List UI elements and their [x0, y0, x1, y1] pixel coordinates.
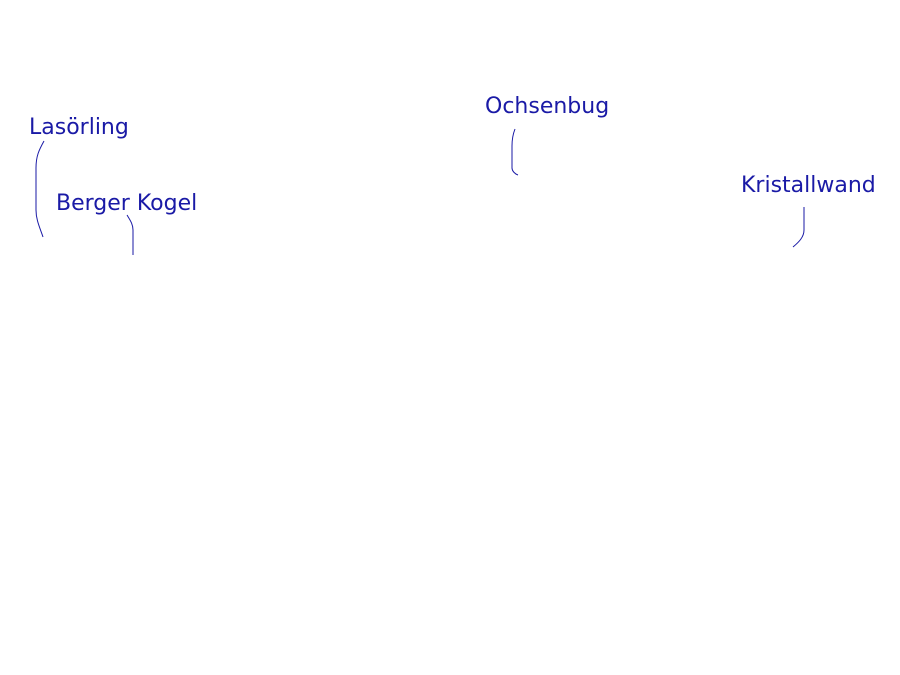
leader-line-lasoerling — [35, 140, 45, 238]
leader-line-berger-kogel — [126, 214, 134, 255]
leader-line-ochsenbug — [511, 128, 519, 176]
peak-label-ochsenbug: Ochsenbug — [485, 94, 610, 119]
peak-label-lasoerling: Lasörling — [29, 115, 129, 140]
peak-label-berger-kogel: Berger Kogel — [56, 191, 198, 216]
peak-label-kristallwand: Kristallwand — [741, 173, 876, 198]
leader-line-kristallwand — [792, 207, 805, 248]
